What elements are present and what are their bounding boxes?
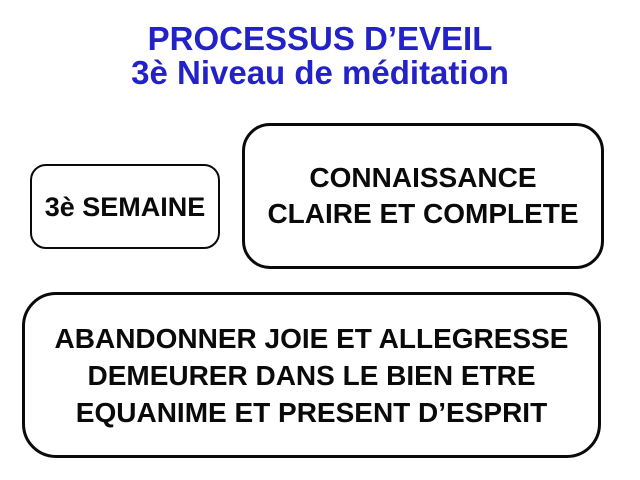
box-abandon-line-1: ABANDONNER JOIE ET ALLEGRESSE <box>54 322 569 354</box>
box-semaine: 3è SEMAINE <box>30 164 220 249</box>
box-connaissance-line-2: CLAIRE ET COMPLETE <box>267 198 579 229</box>
slide-title-line-2: 3è Niveau de méditation <box>131 54 509 91</box>
box-abandon: ABANDONNER JOIE ET ALLEGRESSE DEMEURER D… <box>22 292 601 458</box>
box-semaine-label: 3è SEMAINE <box>44 191 206 222</box>
box-connaissance-line-1: CONNAISSANCE <box>309 162 537 193</box>
box-connaissance: CONNAISSANCE CLAIRE ET COMPLETE <box>242 123 604 269</box>
slide-title-line-1: PROCESSUS D’EVEIL <box>147 20 493 57</box>
box-abandon-line-3: EQUANIME ET PRESENT D’ESPRIT <box>75 396 548 428</box>
box-abandon-line-2: DEMEURER DANS LE BIEN ETRE <box>87 359 536 391</box>
slide-title: PROCESSUS D’EVEIL 3è Niveau de méditatio… <box>0 22 640 90</box>
